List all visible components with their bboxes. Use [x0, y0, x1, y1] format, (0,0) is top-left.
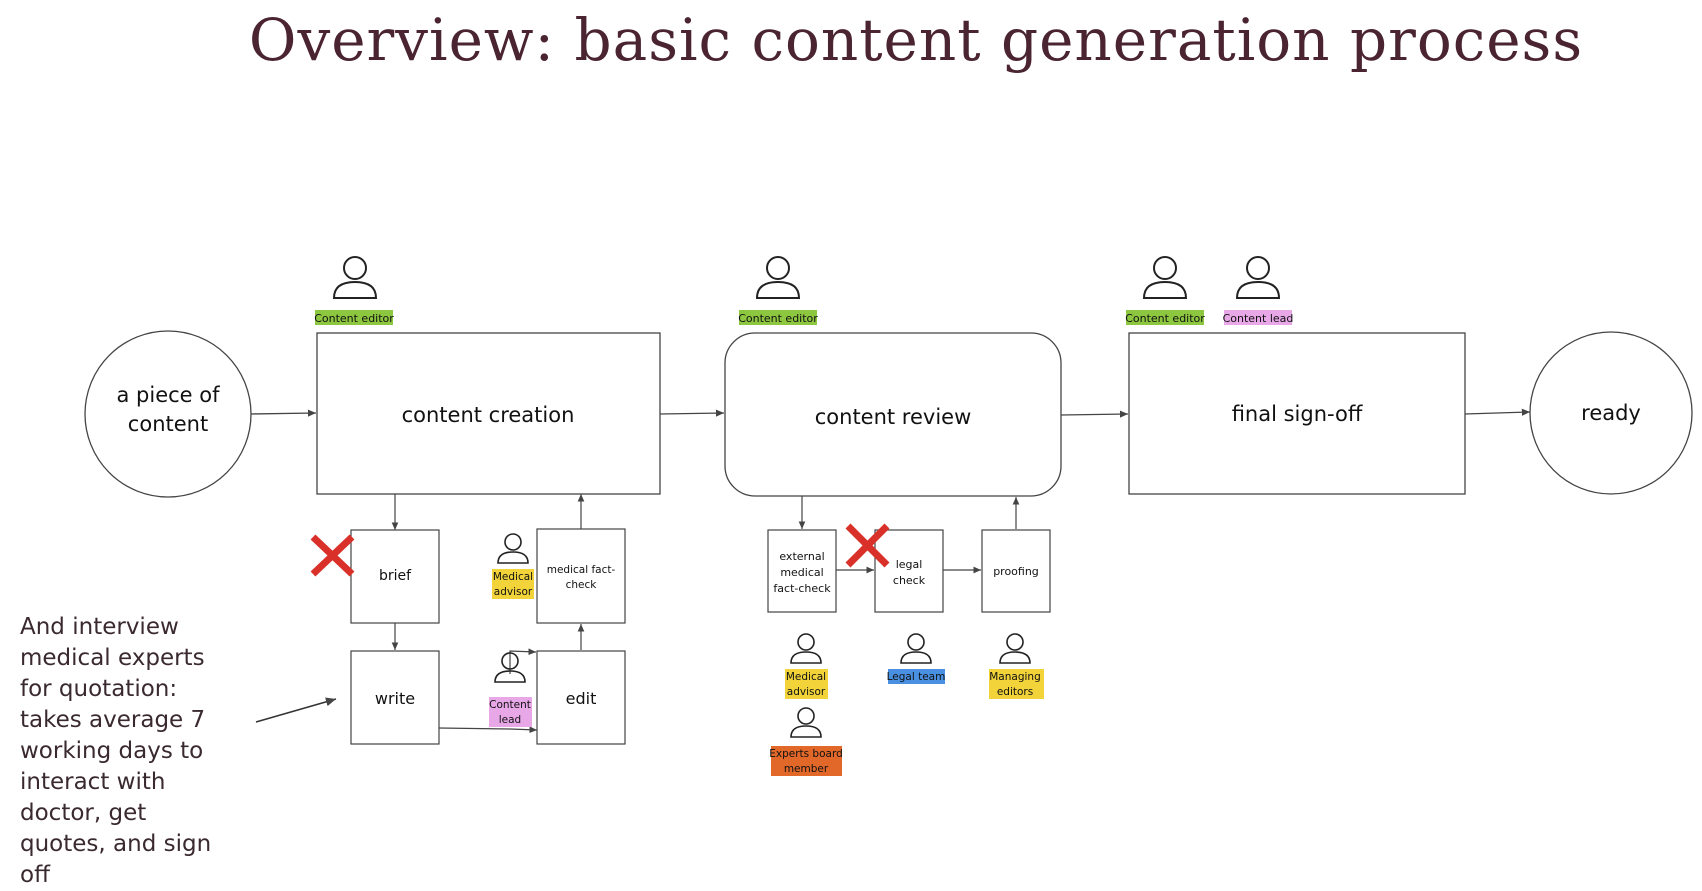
- external-label-3: fact-check: [773, 582, 831, 595]
- legal-label-1: legal: [896, 558, 923, 571]
- role-label-2: member: [784, 763, 829, 775]
- external-label-1: external: [779, 550, 824, 563]
- content-creation-label: content creation: [402, 403, 575, 427]
- external-advisor-role: Medical advisor: [785, 633, 828, 699]
- edit-lead-role: Content lead: [489, 652, 532, 727]
- role-label-2: lead: [499, 714, 521, 726]
- page-title: Overview: basic content generation proce…: [248, 6, 1584, 74]
- review-subflow: [798, 496, 1020, 574]
- content-review-label: content review: [815, 405, 972, 429]
- write-node: write: [350, 650, 440, 745]
- role-label-1: Content: [489, 699, 531, 711]
- creation-subflow: [391, 494, 585, 734]
- legal-check-node: legal check: [874, 529, 944, 613]
- signoff-editor-role: Content editor: [1125, 256, 1205, 325]
- role-label: Content lead: [1223, 312, 1294, 325]
- edit-node: edit: [536, 650, 626, 745]
- role-label: Legal team: [887, 671, 946, 683]
- person-icon: [999, 633, 1031, 664]
- fact-check-label-2: check: [566, 579, 598, 591]
- role-label-2: advisor: [787, 686, 826, 698]
- fact-check-label-1: medical fact-: [547, 564, 616, 576]
- legal-label-2: check: [893, 574, 926, 587]
- role-label: Content editor: [738, 312, 818, 325]
- external-label-2: medical: [780, 566, 823, 579]
- person-icon: [790, 707, 822, 738]
- role-label-1: Medical: [493, 571, 533, 583]
- final-signoff-node: final sign-off: [1128, 332, 1466, 495]
- main-flow-arrows: [250, 408, 1531, 418]
- managing-editors-role: Managing editors: [989, 633, 1044, 699]
- start-label-1: a piece of: [116, 383, 220, 407]
- role-label-2: advisor: [494, 586, 533, 598]
- content-review-node: content review: [724, 332, 1062, 497]
- brief-label: brief: [379, 568, 412, 584]
- start-label-2: content: [128, 412, 208, 436]
- role-label: Content editor: [1125, 312, 1205, 325]
- person-icon: [900, 633, 932, 664]
- proofing-label: proofing: [993, 565, 1039, 578]
- brief-node: brief: [350, 529, 440, 624]
- role-label-1: Experts board: [769, 748, 843, 760]
- write-label: write: [375, 689, 415, 708]
- medical-fact-check-node: medical fact- check: [536, 528, 626, 624]
- final-signoff-label: final sign-off: [1232, 402, 1363, 426]
- proofing-node: proofing: [981, 529, 1051, 613]
- person-icon: [756, 256, 800, 299]
- review-editor-role: Content editor: [738, 256, 818, 325]
- cross-icon: [845, 523, 890, 568]
- person-icon: [333, 256, 377, 299]
- role-label-1: Medical: [786, 671, 826, 683]
- role-label: Content editor: [314, 312, 394, 325]
- start-node: a piece of content: [84, 330, 252, 498]
- ready-label: ready: [1581, 401, 1641, 425]
- experts-board-role: Experts board member: [769, 707, 843, 776]
- note-arrow: [255, 697, 337, 723]
- edit-label: edit: [566, 689, 597, 708]
- fact-check-advisor-role: Medical advisor: [492, 533, 534, 599]
- annotation-note: And interview medical experts for quotat…: [20, 614, 212, 888]
- creation-editor-role: Content editor: [314, 256, 394, 325]
- cross-icon: [310, 534, 355, 577]
- role-label-2: editors: [997, 686, 1033, 698]
- ready-node: ready: [1529, 331, 1693, 495]
- legal-team-role: Legal team: [887, 633, 946, 684]
- person-icon: [1143, 256, 1187, 299]
- signoff-lead-role: Content lead: [1223, 256, 1294, 325]
- content-creation-node: content creation: [316, 332, 661, 495]
- person-icon: [1236, 256, 1280, 299]
- person-icon: [790, 633, 822, 664]
- role-label-1: Managing: [989, 671, 1041, 683]
- person-icon: [497, 533, 529, 564]
- external-fact-check-node: external medical fact-check: [767, 529, 837, 613]
